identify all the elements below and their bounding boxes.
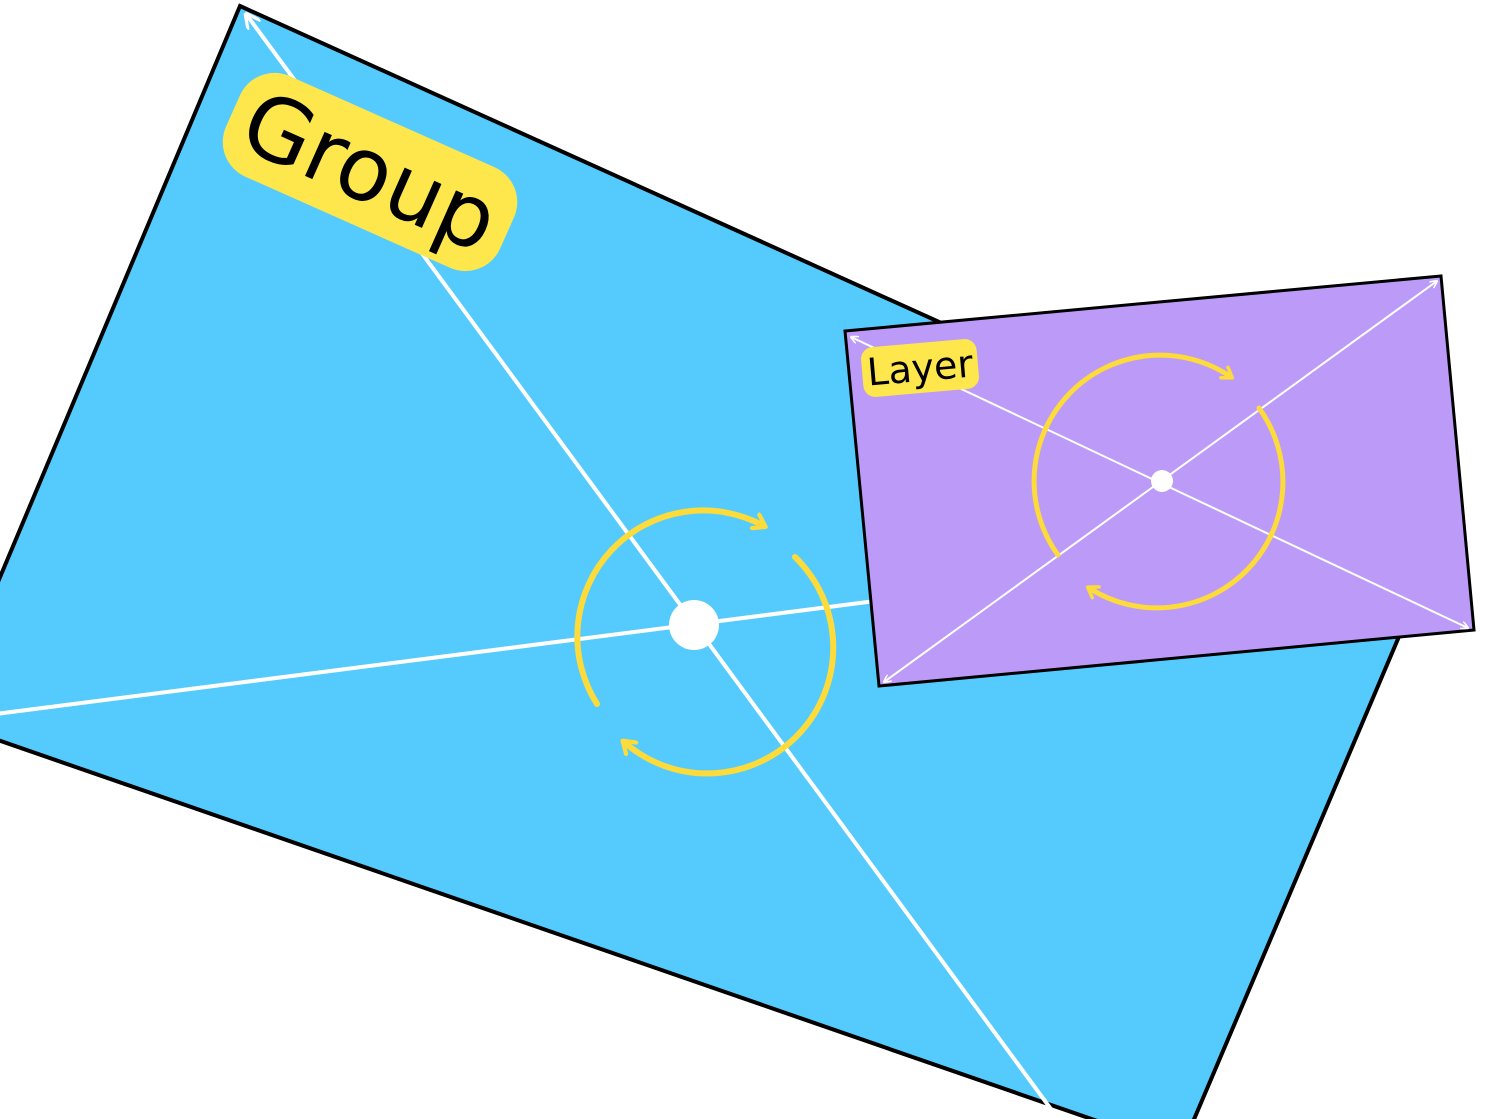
group-frame[interactable]: Group (0, 3, 1440, 1119)
layer-rotate-arrows-icon[interactable] (1031, 352, 1286, 611)
group-diagonal-2 (0, 583, 1001, 716)
group-pivot-dot-icon[interactable] (669, 600, 719, 650)
group-rotate-arrows-icon[interactable] (574, 507, 837, 777)
layer-frame[interactable]: Layer (843, 274, 1476, 688)
layer-pivot-dot-icon[interactable] (1151, 470, 1173, 492)
layer-label: Layer (865, 341, 975, 394)
layer-label-badge: Layer (861, 339, 979, 397)
